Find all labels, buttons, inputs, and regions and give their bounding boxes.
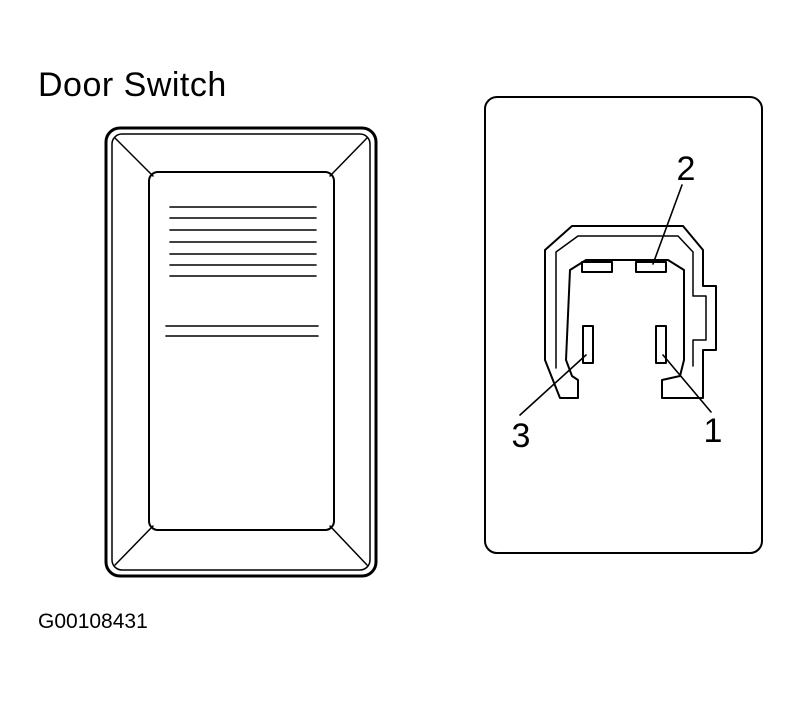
pin-3-label: 3 bbox=[512, 417, 531, 455]
connector-panel bbox=[484, 96, 763, 554]
connector-view: 2 3 1 bbox=[484, 96, 763, 554]
switch-bevel-lines bbox=[114, 137, 368, 566]
switch-label-lines bbox=[165, 206, 319, 337]
connector-housing-inner bbox=[555, 235, 707, 369]
pin-1-label: 1 bbox=[704, 412, 723, 450]
switch-front-view bbox=[104, 126, 378, 578]
diagram-title: Door Switch bbox=[38, 66, 227, 104]
switch-body-outline bbox=[104, 126, 378, 578]
terminal-pin-2 bbox=[635, 261, 667, 273]
terminal-pin-3 bbox=[582, 325, 594, 364]
connector-housing-outer bbox=[544, 225, 717, 399]
pin-2-label: 2 bbox=[677, 150, 696, 188]
figure-id: G00108431 bbox=[38, 610, 148, 633]
terminal-pin-top-left bbox=[581, 261, 613, 273]
pin-leader-lines bbox=[519, 184, 712, 416]
switch-body-inner-outline bbox=[111, 133, 371, 571]
terminal-pin-1 bbox=[655, 325, 667, 364]
switch-face-panel bbox=[148, 171, 335, 531]
